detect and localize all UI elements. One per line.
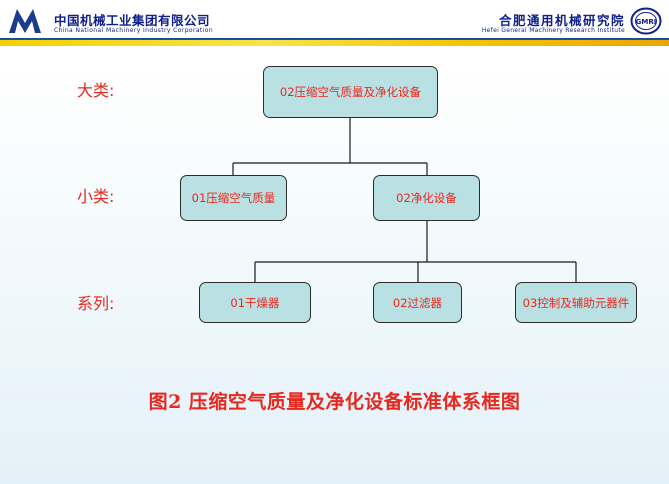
institute-name-cn: 合肥通用机械研究院 xyxy=(498,13,625,28)
node-series-1: 01干燥器 xyxy=(199,282,311,323)
figure-caption: 图2 压缩空气质量及净化设备标准体系框图 xyxy=(148,391,521,413)
gmri-logo-text: GMRI xyxy=(636,18,657,26)
node-minor-1: 01压缩空气质量 xyxy=(180,175,287,221)
company-name-left-cn: 中国机械工业集团有限公司 xyxy=(54,13,211,28)
sinomach-logo-icon xyxy=(9,9,41,33)
node-series-3: 03控制及辅助元器件 xyxy=(515,282,637,323)
company-name-left-en: China National Machinery Industry Corpor… xyxy=(54,27,214,34)
level-label-minor: 小类: xyxy=(77,187,115,206)
node-series-2: 02过滤器 xyxy=(373,282,462,323)
header-blue-rule xyxy=(0,38,669,40)
gmri-logo-icon: GMRI xyxy=(630,7,662,35)
header-yellow-stripe xyxy=(0,40,669,46)
level-label-major: 大类: xyxy=(77,81,115,100)
level-label-series: 系列: xyxy=(77,294,115,313)
institute-name-en: Hefei General Machinery Research Institu… xyxy=(481,27,625,34)
node-minor-2: 02净化设备 xyxy=(373,175,480,221)
node-root: 02压缩空气质量及净化设备 xyxy=(263,66,438,118)
